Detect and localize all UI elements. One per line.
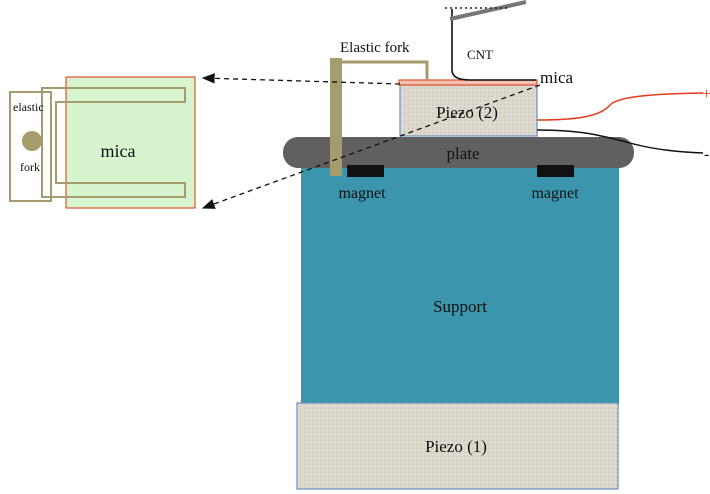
elastic-fork-label: Elastic fork xyxy=(340,40,410,56)
cnt-probe xyxy=(451,9,536,81)
magnet-left-label: magnet xyxy=(338,185,386,202)
inset-fork xyxy=(41,87,186,198)
inset-mica xyxy=(65,76,196,209)
arrow-to-inset-top xyxy=(201,73,401,85)
piezo1-label: Piezo (1) xyxy=(425,437,487,456)
inset-elastic-label: elastic xyxy=(13,100,44,114)
support-block xyxy=(301,165,619,405)
magnet-right-label: magnet xyxy=(531,185,579,202)
wire-red xyxy=(536,92,704,121)
elastic-fork-post xyxy=(330,58,342,176)
inset-fork-pin-icon xyxy=(22,131,42,151)
magnet-left xyxy=(347,165,384,177)
arrow-to-inset-bottom xyxy=(201,84,541,209)
piezo1-block xyxy=(296,402,619,490)
inset-fork-frame xyxy=(9,91,52,202)
plate xyxy=(283,137,634,168)
inset-mica-label: mica xyxy=(101,141,136,161)
minus-terminal: - xyxy=(704,146,709,163)
piezo2-block xyxy=(399,84,538,137)
inset-fork-label: fork xyxy=(20,160,40,174)
wire-black xyxy=(536,129,704,154)
cnt-label: CNT xyxy=(467,47,493,62)
support-label: Support xyxy=(433,297,487,316)
plate-label: plate xyxy=(446,144,479,163)
cnt-holder xyxy=(449,0,527,21)
mica-top-label: mica xyxy=(540,68,573,87)
plus-terminal: + xyxy=(702,86,710,103)
magnet-right xyxy=(537,165,574,177)
